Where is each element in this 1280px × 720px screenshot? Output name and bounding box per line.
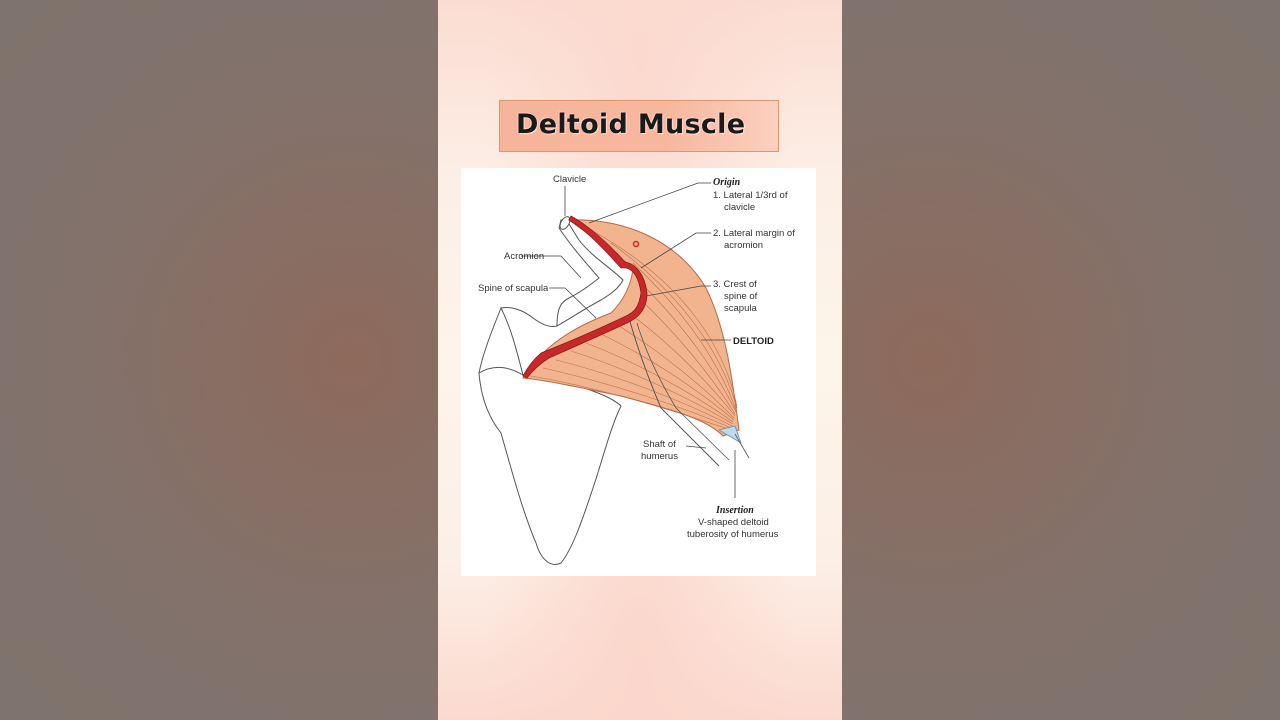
origin-2-line1: 2. Lateral margin of <box>713 228 795 239</box>
insertion-v <box>717 425 742 444</box>
origin-dot <box>632 240 640 248</box>
origin-3-line2: spine of <box>724 291 758 302</box>
scapula-spine <box>556 219 624 327</box>
origin-attachment <box>522 215 648 379</box>
deltoid-label: DELTOID <box>733 336 774 347</box>
acromion-label: Acromion <box>504 251 544 262</box>
insertion-line1: V-shaped deltoid <box>698 517 769 528</box>
insertion-line2: tuberosity of humerus <box>687 529 779 540</box>
deltoid-illustration: Clavicle Acromion Spine of scapula Origi… <box>478 174 795 565</box>
spine-of-scapula-label: Spine of scapula <box>478 283 549 294</box>
anatomy-diagram: Clavicle Acromion Spine of scapula Origi… <box>461 168 816 576</box>
humerus-shaft <box>628 317 720 467</box>
shaft-label-line1: Shaft of <box>643 439 676 450</box>
page-title: Deltoid Muscle <box>516 109 746 140</box>
origin-3-line1: 3. Crest of <box>713 279 757 290</box>
shaft-label-line2: humerus <box>641 451 678 462</box>
origin-2-line2: acromion <box>724 240 763 251</box>
clavicle-end <box>559 216 571 230</box>
origin-heading: Origin <box>713 177 741 188</box>
muscle-fibers <box>530 229 738 431</box>
background-left <box>0 0 438 720</box>
title-banner: Deltoid Muscle <box>499 100 779 152</box>
origin-3-line3: scapula <box>724 303 757 314</box>
origin-1-line1: 1. Lateral 1/3rd of <box>713 190 788 201</box>
background-right <box>842 0 1280 720</box>
clavicle-label: Clavicle <box>553 174 586 185</box>
origin-1-line2: clavicle <box>724 202 755 213</box>
content-card: Deltoid Muscle <box>438 0 842 720</box>
insertion-heading: Insertion <box>715 505 754 516</box>
